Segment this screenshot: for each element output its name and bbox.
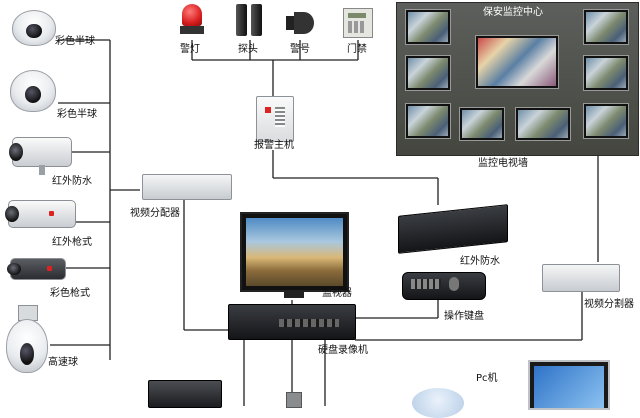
monitor-stand — [284, 290, 304, 298]
surveillance-system-diagram: 彩色半球 彩色半球 红外防水 红外枪式 彩色枪式 高速球 视频分配器 警灯 探头… — [5, 2, 639, 418]
alarm-light-icon — [180, 4, 204, 34]
camera-label: 彩色半球 — [57, 109, 97, 120]
dome-camera-icon — [12, 10, 56, 46]
detector-label: 探头 — [238, 44, 258, 55]
ir-box-label: 红外防水 — [460, 256, 500, 267]
video-splitter-label: 视频分割器 — [584, 299, 634, 310]
video-wall-title: 保安监控中心 — [483, 7, 543, 18]
wiring-lines — [50, 39, 599, 406]
bullet-camera-icon — [5, 200, 76, 228]
keyboard-icon — [402, 272, 486, 300]
access-label: 门禁 — [347, 44, 367, 55]
detector-icon — [236, 4, 264, 36]
access-keypad-icon — [343, 8, 373, 38]
dome-camera-icon — [10, 70, 56, 112]
bullet-camera-icon — [7, 258, 66, 280]
speed-dome-icon — [6, 305, 48, 377]
video-splitter-icon — [542, 264, 620, 292]
camera-label: 彩色枪式 — [50, 288, 90, 299]
camera-label: 红外枪式 — [52, 237, 92, 248]
video-distributor-icon — [142, 174, 232, 200]
video-distributor-label: 视频分配器 — [130, 208, 180, 219]
printer-icon — [148, 380, 222, 408]
video-wall: 保安监控中心 — [396, 2, 639, 156]
laptop-icon — [528, 360, 610, 410]
alarm-light-label: 警灯 — [180, 44, 200, 55]
camera-label: 红外防水 — [52, 176, 92, 187]
dvr-icon — [228, 304, 356, 340]
siren-icon — [286, 12, 316, 34]
alarm-host-label: 报警主机 — [254, 140, 294, 151]
video-wall-label: 监控电视墙 — [478, 158, 528, 169]
dvr-label: 硬盘录像机 — [318, 345, 368, 356]
monitor-label: 监视器 — [322, 288, 352, 299]
cloud-icon — [412, 388, 464, 418]
bullet-camera-icon — [9, 137, 72, 175]
siren-label: 警号 — [290, 44, 310, 55]
alarm-host-icon — [256, 96, 294, 142]
monitor-icon — [240, 212, 349, 292]
camera-label: 彩色半球 — [55, 36, 95, 47]
keyboard-label: 操作键盘 — [444, 311, 484, 322]
camera-label: 高速球 — [48, 357, 78, 368]
pc-label: Pc机 — [476, 373, 498, 384]
